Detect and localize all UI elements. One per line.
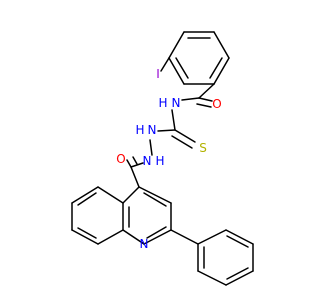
bond [157,129,176,132]
bond [225,229,254,245]
oxygen-label-bottom: O [116,152,125,166]
bond [160,57,170,72]
bond [122,186,140,204]
bond [130,166,140,188]
nitrogen-label-top: N [172,96,181,110]
bond [71,229,99,245]
bond [225,270,254,286]
bond [130,162,144,168]
bond [197,270,227,286]
quinoline-nitrogen-label: N [140,237,149,251]
atom-labels: I O N H S H N N H O N [116,67,221,251]
bond [77,192,97,206]
hydrogen-label-top: H [158,96,167,110]
hydrogen-label-middle: H [135,123,144,137]
bond [126,159,132,168]
bonds [71,31,254,286]
bond [168,31,185,59]
bond [171,135,193,149]
hydrogen-label-middle-2: H [155,154,164,168]
bond [138,186,172,204]
bond [198,83,215,99]
bond [226,267,249,280]
bond [77,227,97,239]
bond [198,97,213,102]
bond [71,186,99,204]
bond [149,139,153,156]
bond [197,229,227,245]
bond [171,109,176,131]
bond [122,229,145,245]
bond [97,229,124,245]
molecule-diagram: I O N H S H N N H O N [71,31,254,286]
bond [213,57,230,85]
bond [170,229,199,245]
bond [146,226,167,239]
bond [168,57,185,85]
bond [181,97,200,101]
nitrogen-label-middle-1: N [148,123,157,137]
bond [196,103,212,108]
bond [226,235,249,248]
bond [132,156,138,165]
bond [143,192,167,207]
sulfur-label: S [199,141,207,155]
bond [174,129,196,143]
oxygen-label-top: O [212,97,221,111]
bond [213,31,230,59]
bond [143,229,172,245]
nitrogen-label-middle-2: N [143,154,152,168]
bond [97,186,124,204]
iodine-label: I [156,67,160,81]
bond [209,57,223,79]
bond [175,57,189,79]
structure-svg: I O N H S H N N H O N [71,31,254,286]
